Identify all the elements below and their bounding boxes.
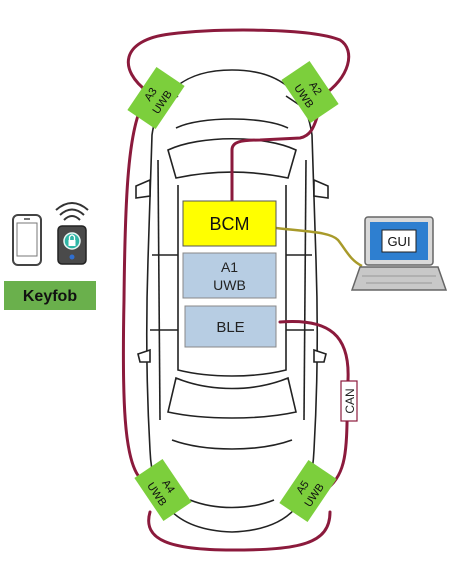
anchor-a3: A3 UWB [127, 66, 185, 130]
bcm-module: BCM [182, 200, 277, 247]
ble-label: BLE [216, 319, 244, 336]
anchor-a2: A2 UWB [281, 60, 339, 124]
side-mirrors [135, 178, 329, 363]
can-bus-wiring [121, 28, 351, 552]
a1-uwb-module: A1 UWB [182, 252, 277, 299]
wire-a3-a4 [121, 108, 142, 480]
can-bus-label: CAN [340, 380, 358, 422]
a1-label: A1 [221, 259, 238, 275]
bcm-label: BCM [210, 214, 250, 234]
a1-uwb-label: UWB [213, 277, 246, 293]
can-label-text: CAN [343, 388, 357, 413]
gui-label: GUI [387, 234, 410, 249]
wire-a3-a2 [126, 28, 351, 98]
keyfob-icon [55, 202, 89, 265]
anchor-a5: A5 UWB [279, 459, 337, 523]
wire-a4-a5 [147, 510, 332, 552]
anchor-a4: A4 UWB [134, 458, 192, 522]
wire-bcm-gui [275, 226, 363, 268]
smartphone-icon [12, 214, 42, 266]
car-outline [145, 69, 319, 533]
ble-module: BLE [184, 305, 277, 348]
wire-ble-a5 [278, 319, 350, 490]
keyfob-label-box: Keyfob [4, 281, 96, 310]
laptop-icon: GUI [350, 216, 448, 291]
keyfob-label: Keyfob [23, 288, 77, 305]
wire-bcm-a2 [230, 112, 320, 202]
